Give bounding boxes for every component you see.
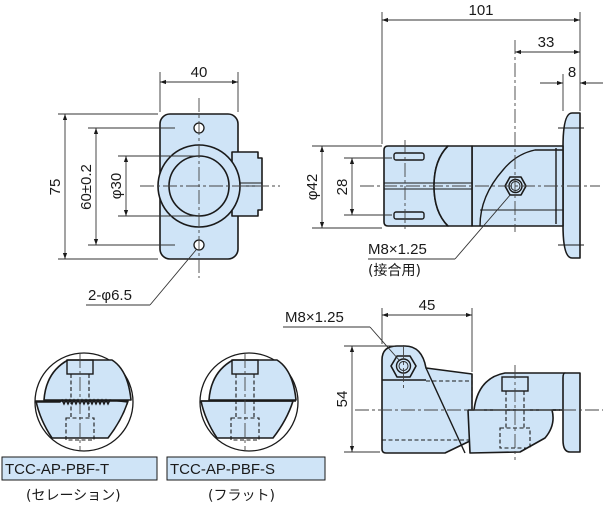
variant-model-flat: TCC-AP-PBF-S xyxy=(170,461,275,478)
front-clamp-ear xyxy=(231,151,263,217)
front-view: 40 75 60±0.2 φ30 2-φ6.5 xyxy=(47,64,280,306)
variant-label-serration: TCC-AP-PBF-T (セレーション) xyxy=(1,456,158,504)
variant-label-flat: TCC-AP-PBF-S (フラット) xyxy=(166,456,326,504)
dim-bore: φ30 xyxy=(108,173,125,199)
dim-hole-pitch: 60±0.2 xyxy=(78,164,95,210)
side-thread-callout: M8×1.25 xyxy=(368,241,427,258)
top-flange xyxy=(562,372,581,453)
detail-flat xyxy=(199,352,299,452)
dim-top-height: 54 xyxy=(334,391,351,408)
hole-callout: 2-φ6.5 xyxy=(88,287,132,304)
top-view: 45 54 M8×1.25 xyxy=(283,297,603,460)
dim-outer-diameter: φ42 xyxy=(304,174,321,200)
top-thread-callout: M8×1.25 xyxy=(285,309,344,326)
dim-overall-length: 101 xyxy=(468,2,493,19)
variant-model-serration: TCC-AP-PBF-T xyxy=(5,461,109,478)
dim-front-height: 75 xyxy=(47,179,64,196)
dim-top-width: 45 xyxy=(419,297,436,314)
top-arm xyxy=(467,372,566,454)
dim-axis-to-flange: 33 xyxy=(538,34,555,51)
top-hex-nut xyxy=(390,355,417,378)
dim-inner: 28 xyxy=(334,179,351,196)
variant-type-flat: (フラット) xyxy=(208,488,275,504)
side-flange xyxy=(562,112,581,259)
dim-front-width: 40 xyxy=(191,64,208,81)
detail-serration xyxy=(34,352,134,452)
side-view: 101 33 8 φ42 28 M8×1.25 (接合用) xyxy=(304,2,603,279)
side-thread-note: (接合用) xyxy=(368,262,421,279)
variant-type-serration: (セレーション) xyxy=(26,488,121,504)
dim-flange-thickness: 8 xyxy=(568,64,576,81)
